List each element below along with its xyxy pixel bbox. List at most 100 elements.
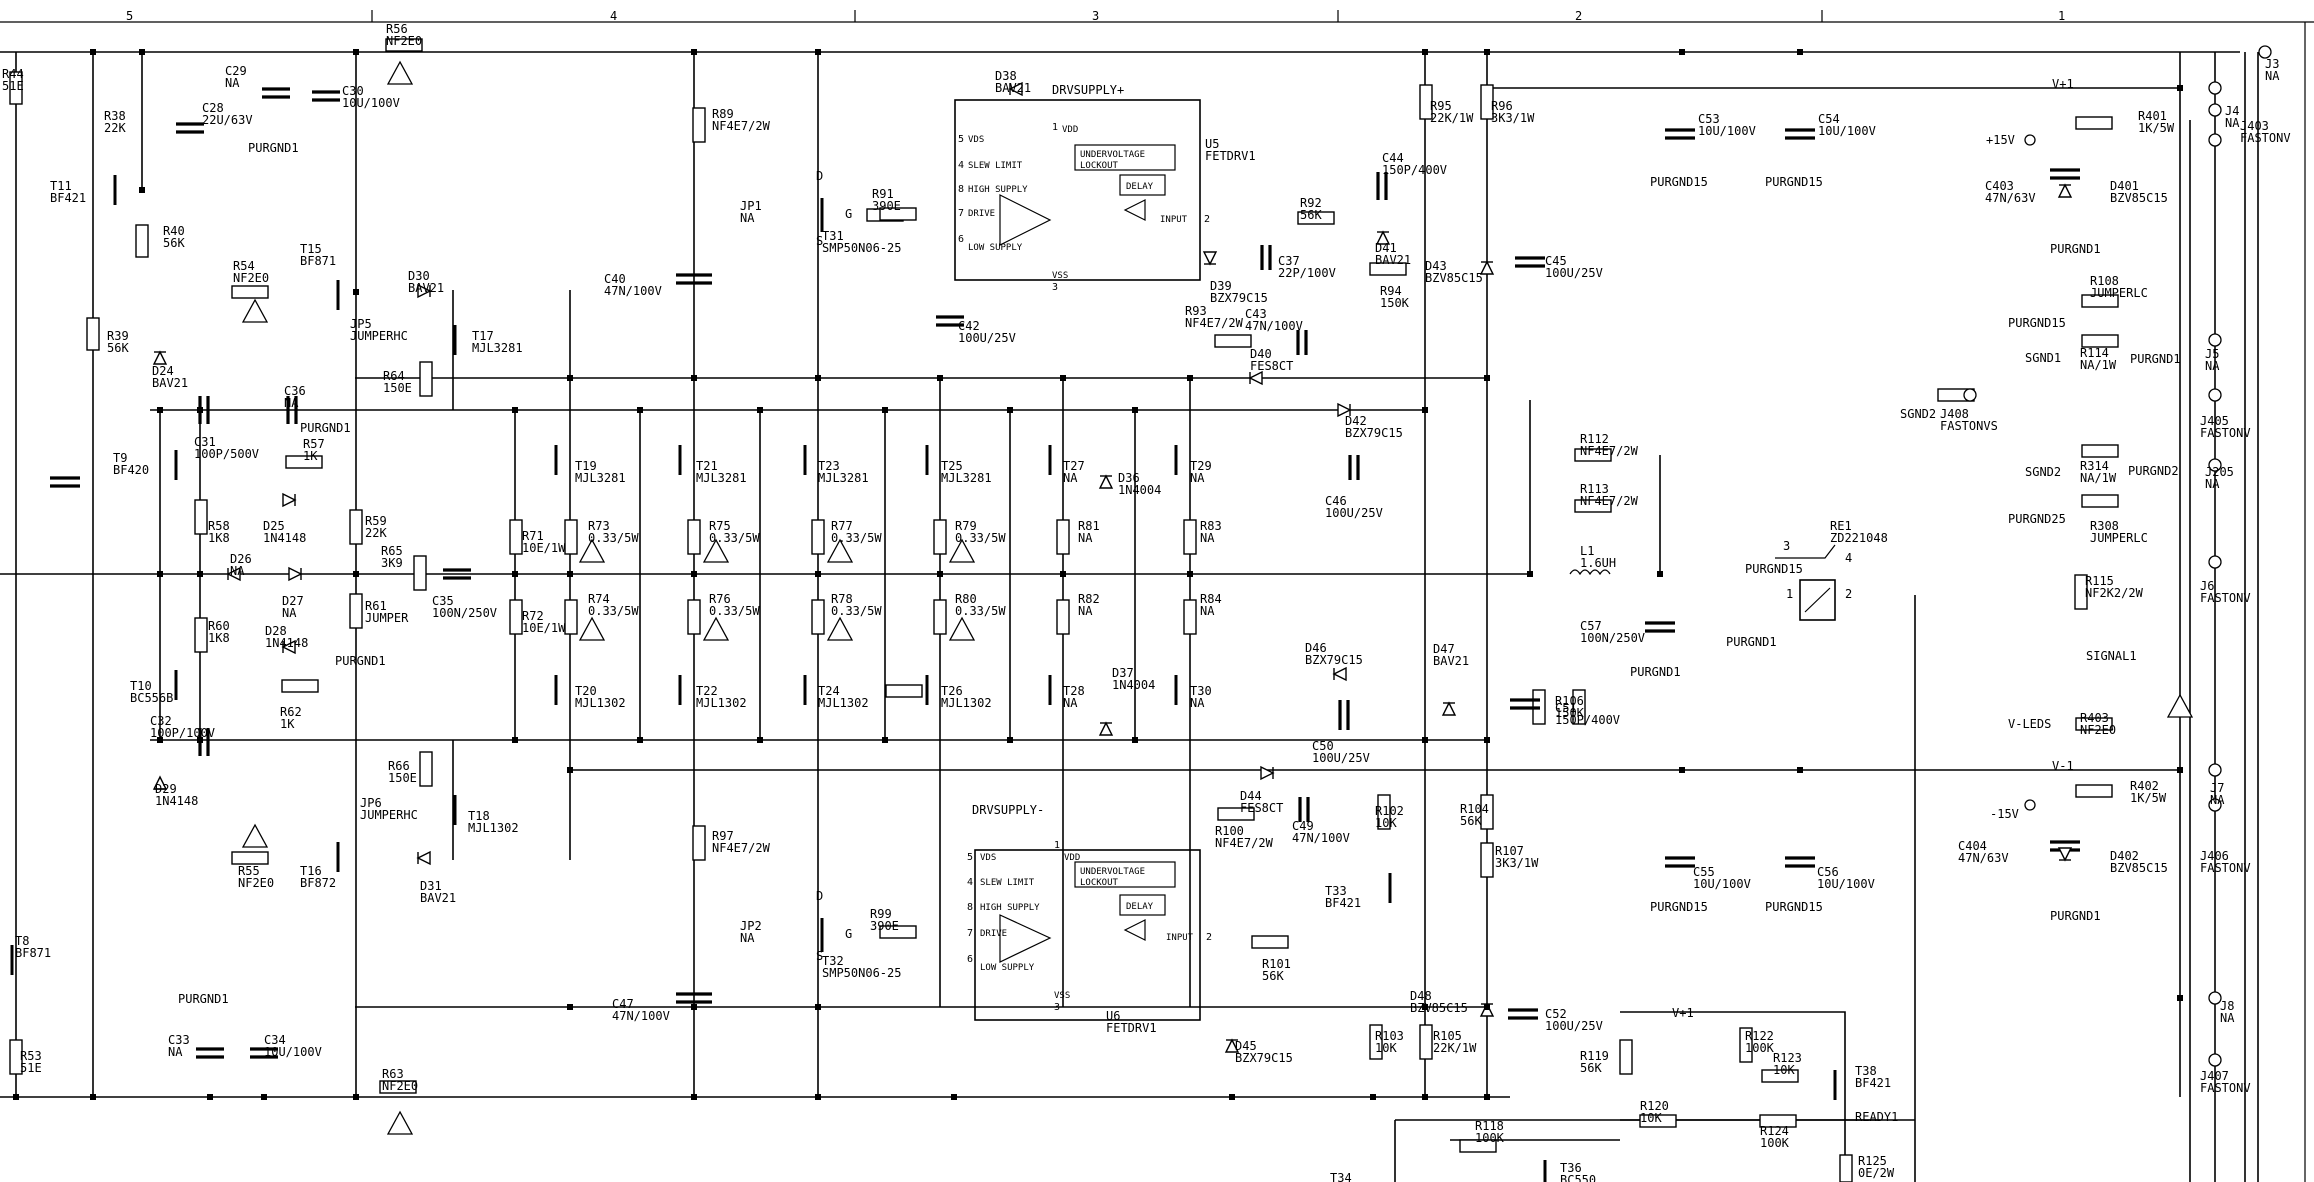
part-ref-r403: R403 — [2080, 711, 2109, 725]
part-value-t31: SMP50N06-25 — [822, 241, 901, 255]
part-ref-r89: R89 — [712, 107, 734, 121]
part-ref-t11: T11 — [50, 179, 72, 193]
part-value-r308: JUMPERLC — [2090, 531, 2148, 545]
part-value-d42: BZX79C15 — [1345, 426, 1403, 440]
u5-pin-input: INPUT — [1160, 215, 1188, 225]
part-ref-r57: R57 — [303, 437, 325, 451]
part-ref-u5: U5 — [1205, 137, 1219, 151]
part-ref-c47: C47 — [612, 997, 634, 1011]
part-ref-r308: R308 — [2090, 519, 2119, 533]
part-ref-r91: R91 — [872, 187, 894, 201]
part-value-d41: BAV21 — [1375, 253, 1411, 267]
part-ref-c36: C36 — [284, 384, 306, 398]
part-ref-r123: R123 — [1773, 1051, 1802, 1065]
part-ref-t20: T20 — [575, 684, 597, 698]
part-ref-r59: R59 — [365, 514, 387, 528]
part-ref-d45: D45 — [1235, 1039, 1257, 1053]
connector-symbols — [1963, 45, 2272, 1067]
part-value-r74: 0.33/5W — [588, 604, 639, 618]
relay-pin-2: 2 — [1845, 587, 1852, 601]
u5-pin-low: LOW SUPPLY — [968, 243, 1023, 253]
net-purgnd15-c54: PURGND15 — [1765, 175, 1823, 189]
part-value-jp5: JUMPERHC — [350, 329, 408, 343]
part-ref-r314: R314 — [2080, 459, 2109, 473]
part-ref-r66: R66 — [388, 759, 410, 773]
part-value-jp1: NA — [740, 211, 755, 225]
u5-pin-num-7: 7 — [958, 208, 964, 219]
part-ref-r93: R93 — [1185, 304, 1207, 318]
part-ref-j205: J205 — [2205, 465, 2234, 479]
part-ref-d25: D25 — [263, 519, 285, 533]
part-value-r71: 10E/1W — [522, 541, 566, 555]
part-value-r82: NA — [1078, 604, 1093, 618]
part-value-t23: MJL3281 — [818, 471, 869, 485]
t31-pin-g: G — [845, 207, 852, 221]
part-value-c37: 22P/100V — [1278, 266, 1336, 280]
part-ref-c46: C46 — [1325, 494, 1347, 508]
part-ref-r40: R40 — [163, 224, 185, 238]
part-ref-r61: R61 — [365, 599, 387, 613]
net-purgnd1-c403: PURGND1 — [2050, 242, 2101, 256]
u6-pin-num-2: 2 — [1206, 932, 1212, 943]
part-value-j403: FASTONV — [2240, 131, 2291, 145]
part-value-c57: 100N/250V — [1580, 631, 1645, 645]
part-value-c56: 10U/100V — [1817, 877, 1875, 891]
part-value-r75: 0.33/5W — [709, 531, 760, 545]
part-value-c31: 100P/500V — [194, 447, 259, 461]
part-ref-r401: R401 — [2138, 109, 2167, 123]
part-value-r76: 0.33/5W — [709, 604, 760, 618]
t32-pin-s: S — [816, 949, 823, 963]
part-value-d40: FES8CT — [1250, 359, 1293, 373]
part-ref-r38: R38 — [104, 109, 126, 123]
part-ref-t23: T23 — [818, 459, 840, 473]
part-ref-t10: T10 — [130, 679, 152, 693]
part-value-t11: BF421 — [50, 191, 86, 205]
part-ref-r63: R63 — [382, 1067, 404, 1081]
part-ref-r95: R95 — [1430, 99, 1452, 113]
part-value-j3: NA — [2265, 69, 2280, 83]
part-value-r119: 56K — [1580, 1061, 1602, 1075]
part-ref-c404: C404 — [1958, 839, 1987, 853]
part-ref-jp1: JP1 — [740, 199, 762, 213]
part-ref-r72: R72 — [522, 609, 544, 623]
part-value-r125: 0E/2W — [1858, 1166, 1895, 1180]
part-ref-r82: R82 — [1078, 592, 1100, 606]
part-value-r118: 100K — [1475, 1131, 1505, 1145]
u5-pin-vds: VDS — [968, 135, 984, 145]
part-ref-c42: C42 — [958, 319, 980, 333]
part-value-r94: 150K — [1380, 296, 1410, 310]
part-ref-r58: R58 — [208, 519, 230, 533]
part-ref-l1: L1 — [1580, 544, 1594, 558]
part-value-r100: NF4E7/2W — [1215, 836, 1274, 850]
net-purgnd1-c404: PURGND1 — [2050, 909, 2101, 923]
part-ref-c55: C55 — [1693, 865, 1715, 879]
part-value-j4: NA — [2225, 116, 2240, 130]
u5-pin-slew: SLEW LIMIT — [968, 161, 1023, 171]
net-purgnd15-c55: PURGND15 — [1650, 900, 1708, 914]
part-ref-t30: T30 — [1190, 684, 1212, 698]
part-ref-r108: R108 — [2090, 274, 2119, 288]
u5-block-delay: DELAY — [1126, 182, 1154, 192]
part-value-r401: 1K/5W — [2138, 121, 2175, 135]
part-ref-r53: R53 — [20, 1049, 42, 1063]
part-ref-t26: T26 — [941, 684, 963, 698]
part-ref-d31: D31 — [420, 879, 442, 893]
net-purgnd1-c57: PURGND1 — [1630, 665, 1681, 679]
part-value-r114: NA/1W — [2080, 358, 2117, 372]
part-value-t29: NA — [1190, 471, 1205, 485]
part-value-d401: BZV85C15 — [2110, 191, 2168, 205]
part-value-r93: NF4E7/2W — [1185, 316, 1244, 330]
part-ref-r65: R65 — [381, 544, 403, 558]
part-ref-c33: C33 — [168, 1033, 190, 1047]
part-value-r106: 150K — [1555, 706, 1585, 720]
part-value-j5: NA — [2205, 359, 2220, 373]
part-ref-j5: J5 — [2205, 347, 2219, 361]
part-value-d48: BZV85C15 — [1410, 1001, 1468, 1015]
part-ref-r79: R79 — [955, 519, 977, 533]
part-value-jp6: JUMPERHC — [360, 808, 418, 822]
part-ref-c56: C56 — [1817, 865, 1839, 879]
u6-pin-vss: VSS — [1054, 991, 1070, 1001]
part-value-t10: BC556B — [130, 691, 173, 705]
t31-pin-d: D — [816, 169, 823, 183]
net-vpos-bottom: V+1 — [1672, 1006, 1694, 1020]
